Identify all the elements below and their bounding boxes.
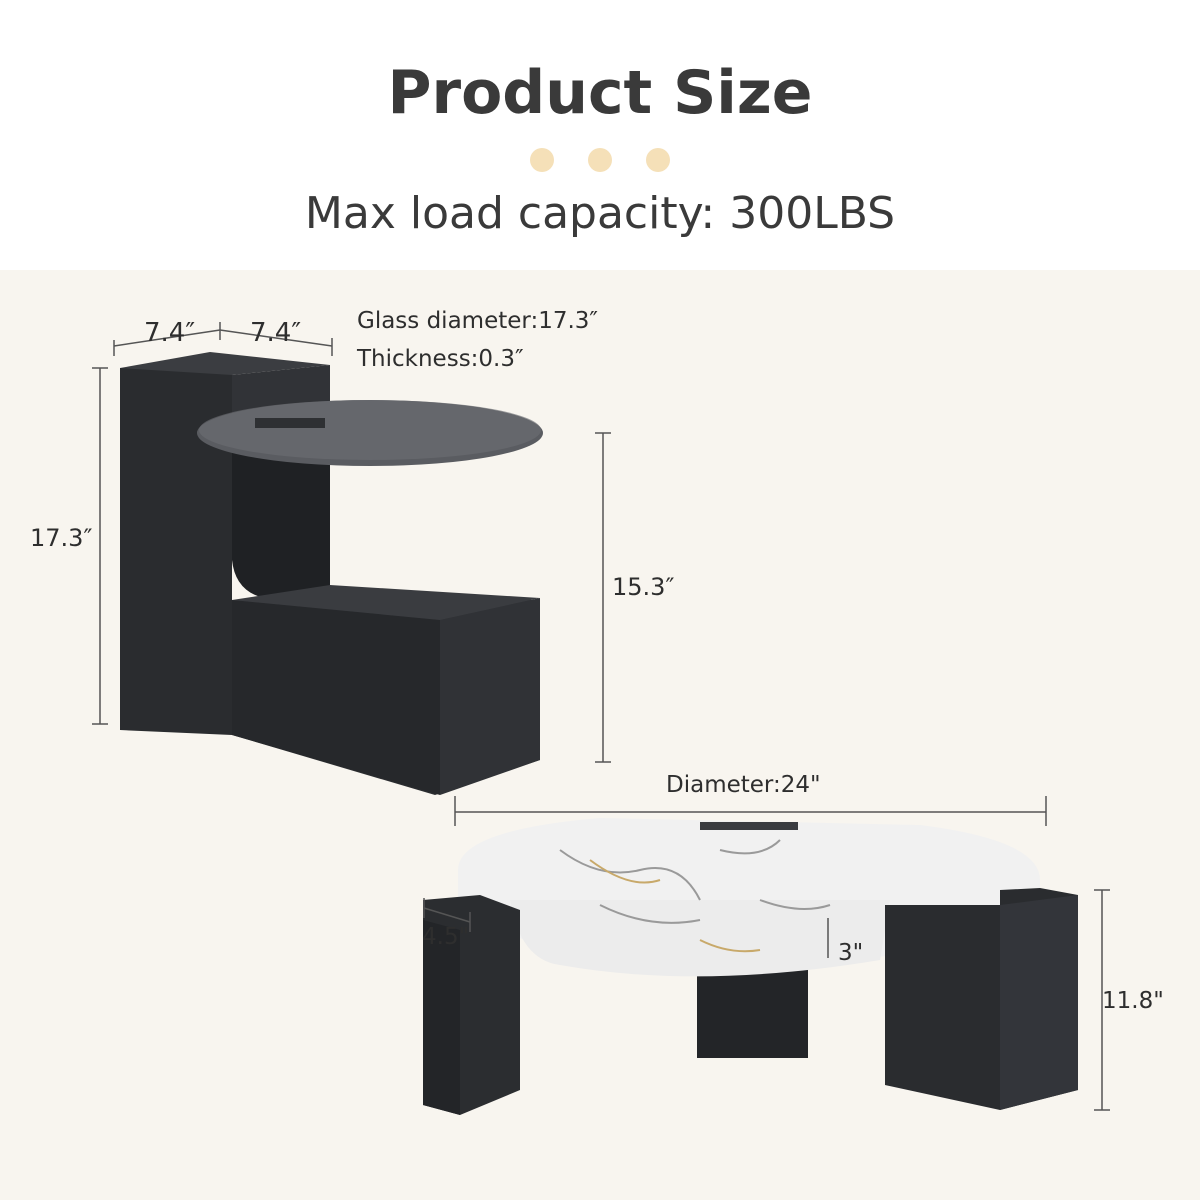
side-table-width-left: 7.4″ <box>144 318 196 348</box>
glass-bracket <box>255 418 325 428</box>
side-table <box>120 352 543 795</box>
marble-veins <box>559 839 831 924</box>
side-table-width-right: 7.4″ <box>250 318 302 348</box>
glass-height-label: 15.3″ <box>612 573 675 601</box>
side-table-base-front <box>232 600 440 795</box>
load-capacity: Max load capacity: 300LBS <box>304 188 896 239</box>
marble-gold-veins <box>589 859 761 953</box>
decorative-dots <box>0 148 1200 172</box>
coffee-table-height-label: 11.8" <box>1102 988 1164 1014</box>
side-table-base-side <box>440 598 540 795</box>
side-table-dimension-lines <box>92 322 611 763</box>
dot-icon <box>530 148 554 172</box>
side-table-height-label: 17.3″ <box>30 524 93 552</box>
side-table-column-front <box>120 368 232 735</box>
coffee-table-dimension-lines <box>423 796 1110 1111</box>
coffee-table-left-leg-front <box>423 920 460 1115</box>
coffee-table-top-thickness-label: 3" <box>838 940 864 966</box>
header: Product Size Max load capacity: 300LBS <box>0 0 1200 270</box>
coffee-table-leg-width-label: 4.5" <box>422 924 470 950</box>
side-table-base-top <box>232 585 540 620</box>
coffee-table-right-leg-side <box>1000 895 1078 1110</box>
coffee-table <box>423 818 1078 1115</box>
thickness-label: Thickness:0.3″ <box>357 346 524 372</box>
dot-icon <box>646 148 670 172</box>
side-table-curve <box>232 440 330 600</box>
coffee-table-diameter-label: Diameter:24" <box>666 772 821 798</box>
page-title: Product Size <box>387 58 813 128</box>
marble-edge <box>510 900 890 977</box>
dot-icon <box>588 148 612 172</box>
glass-top-highlight <box>199 400 541 460</box>
side-table-column-top <box>120 352 330 375</box>
top-notch <box>700 822 798 830</box>
glass-diameter-label: Glass diameter:17.3″ <box>357 308 598 334</box>
